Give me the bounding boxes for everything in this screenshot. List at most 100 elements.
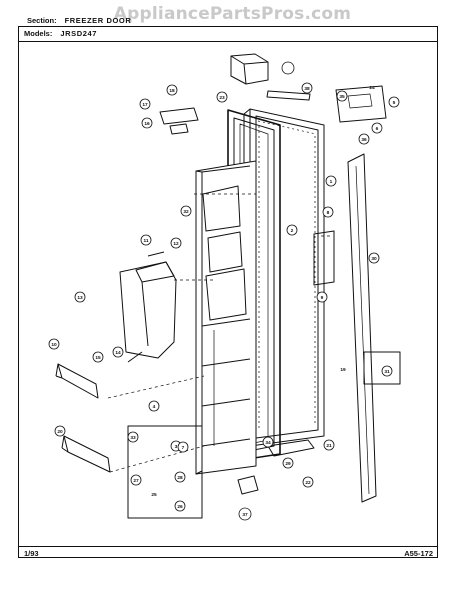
callout-label: 21 — [326, 443, 332, 449]
models-label: Models: — [24, 29, 53, 38]
callout-label: 7 — [182, 445, 185, 451]
callout-label: 36 — [361, 137, 367, 143]
hinge-pin-part — [237, 475, 259, 495]
callout-label: 12 — [173, 241, 179, 247]
section-value: FREEZER DOOR — [64, 16, 132, 25]
hinge-bar — [266, 90, 311, 101]
callout-label: 5 — [393, 100, 396, 106]
callout-22 — [302, 476, 314, 488]
callout-numbers: 38 23 18 17 16 35 5 6 36 1 8 32 2 11 12 … — [51, 85, 395, 518]
top-hinge-parts — [159, 107, 199, 135]
callout-6 — [371, 122, 383, 134]
callout-33 — [127, 431, 139, 443]
callout-label: 15 — [95, 355, 101, 361]
callout-38 — [301, 82, 313, 94]
door-bin-lower — [61, 435, 111, 473]
callout-36 — [358, 133, 370, 145]
rod-part — [147, 251, 165, 257]
callout-label: 20 — [57, 429, 63, 435]
callout-9 — [316, 291, 328, 303]
models-header: Models: JRSD247 — [19, 27, 437, 42]
nameplate — [313, 230, 335, 286]
callout-label: 2 — [291, 228, 294, 234]
callout-label: 6 — [376, 126, 379, 132]
callout-21 — [323, 439, 335, 451]
callout-31 — [381, 365, 393, 377]
callout-15 — [92, 351, 104, 363]
callout-label: 25 — [151, 492, 157, 498]
callout-label: 26 — [177, 504, 183, 510]
callout-label: 24 — [369, 85, 375, 91]
callout-label: 31 — [384, 369, 390, 375]
exploded-parts-diagram: 38 23 18 17 16 35 5 6 36 1 8 32 2 11 12 … — [48, 53, 401, 521]
section-label: Section: — [27, 16, 57, 25]
callout-39 — [281, 61, 295, 75]
callout-20 — [54, 425, 66, 437]
callout-34 — [262, 436, 274, 448]
callout-label: 18 — [169, 88, 175, 94]
callout-label: 16 — [144, 121, 150, 127]
callout-8 — [322, 206, 334, 218]
callout-35 — [336, 90, 348, 102]
callout-label: 30 — [371, 256, 377, 262]
callout-18 — [166, 84, 178, 96]
screw-part — [127, 351, 143, 363]
callout-label: 32 — [183, 209, 189, 215]
callout-7 — [177, 441, 189, 453]
callout-29 — [282, 457, 294, 469]
callout-12 — [170, 237, 182, 249]
top-hinge-cover — [230, 53, 269, 85]
callout-30 — [368, 252, 380, 264]
callout-label: 28 — [177, 475, 183, 481]
watermark: AppliancePartsPros.com — [113, 4, 352, 24]
callout-label: 4 — [153, 404, 156, 410]
callout-10 — [48, 338, 60, 350]
callout-label: 27 — [133, 478, 139, 484]
handle-trim-strip — [347, 153, 377, 503]
callout-label: 38 — [304, 86, 310, 92]
callout-label: 14 — [115, 350, 121, 356]
callout-17 — [139, 98, 151, 110]
callout-label: 9 — [321, 295, 324, 301]
callout-label: 37 — [242, 512, 248, 518]
callout-label: 8 — [327, 210, 330, 216]
door-bin-upper — [55, 363, 99, 399]
callout-label: 23 — [219, 95, 225, 101]
diagram-frame: Models: JRSD247 1/93 A55-172 — [18, 26, 438, 558]
callout-26 — [174, 500, 186, 512]
callout-label: 1 — [330, 179, 333, 185]
callout-13 — [74, 291, 86, 303]
callout-label: 34 — [265, 440, 271, 446]
callout-37 — [238, 507, 252, 521]
callout-4 — [148, 400, 160, 412]
models-value: JRSD247 — [60, 29, 98, 38]
callout-label: 17 — [142, 102, 148, 108]
ice-bin — [119, 261, 177, 359]
callout-label: 3 — [175, 444, 178, 450]
section-header: Section: FREEZER DOOR — [27, 16, 131, 25]
callout-28 — [174, 471, 186, 483]
small-parts-box — [127, 425, 203, 519]
footer-code: A55-172 — [404, 549, 433, 558]
callout-label: 35 — [339, 94, 345, 100]
callout-16 — [141, 117, 153, 129]
callout-label: 22 — [305, 480, 311, 486]
callouts — [48, 61, 400, 521]
hinge-hardware-group — [335, 85, 387, 123]
callout-23 — [216, 91, 228, 103]
callout-label: 19 — [340, 367, 346, 373]
callout-label: 11 — [143, 238, 148, 244]
callout-label: 33 — [130, 435, 136, 441]
callout-5 — [388, 96, 400, 108]
callout-11 — [140, 234, 152, 246]
callout-label: 13 — [77, 295, 83, 301]
callout-2 — [286, 224, 298, 236]
bracket-box — [363, 351, 401, 385]
callout-label: 10 — [51, 342, 57, 348]
callout-32 — [180, 205, 192, 217]
door-liner — [195, 160, 257, 475]
callout-27 — [130, 474, 142, 486]
bottom-hinge — [267, 439, 315, 457]
callout-1 — [325, 175, 337, 187]
footer-date: 1/93 — [24, 549, 39, 558]
